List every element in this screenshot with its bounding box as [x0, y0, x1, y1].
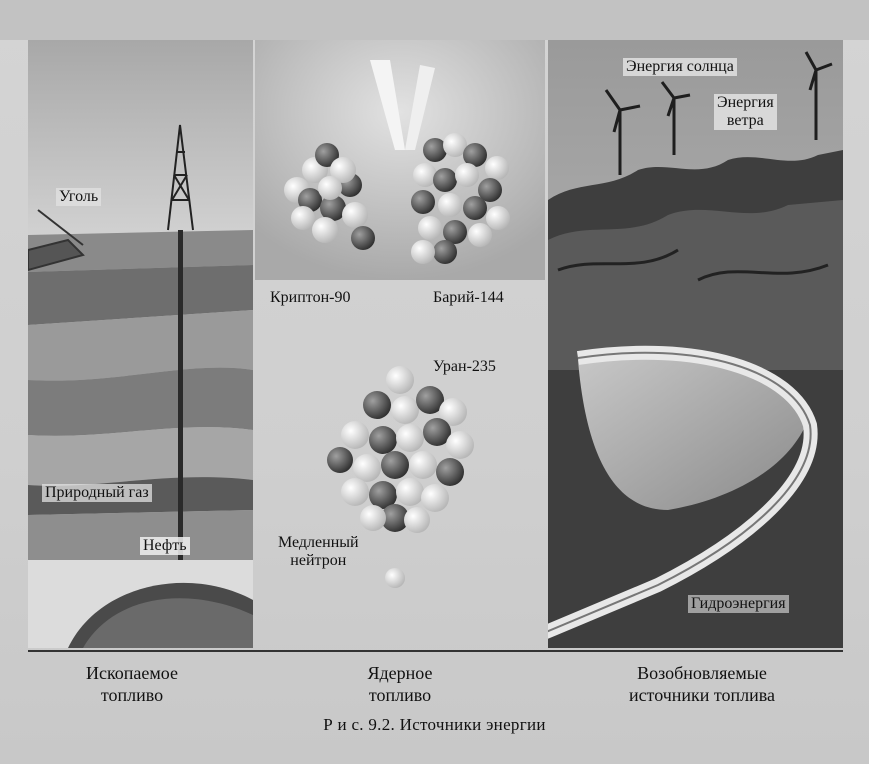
- caption-fossil-line2: топливо: [52, 684, 212, 706]
- label-wind-energy-line1: Энергия: [717, 94, 774, 112]
- nuclear-fuel-panel: Криптон-90 Барий-144 Уран-235 Медленный …: [255, 40, 545, 648]
- renewable-illustration: [548, 40, 843, 648]
- caption-renewable-line1: Возобновляемые: [592, 662, 812, 684]
- slow-neutron: [385, 568, 405, 588]
- label-wind-energy-line2: ветра: [717, 112, 774, 130]
- label-slow-neutron-line1: Медленный: [278, 534, 359, 552]
- caption-renewable-fuel: Возобновляемые источники топлива: [592, 662, 812, 706]
- scan-top-band: [0, 0, 869, 40]
- renewable-fuel-panel: Энергия солнца Энергия ветра Гидроэнерги…: [548, 40, 843, 648]
- label-slow-neutron-line2: нейтрон: [278, 552, 359, 570]
- figure-caption: Р и с. 9.2. Источники энергии: [0, 715, 869, 735]
- label-oil: Нефть: [140, 537, 190, 555]
- label-uranium: Уран-235: [430, 358, 499, 376]
- caption-renewable-line2: источники топлива: [592, 684, 812, 706]
- label-natural-gas: Природный газ: [42, 484, 152, 502]
- caption-nuclear-line1: Ядерное: [320, 662, 480, 684]
- caption-nuclear-fuel: Ядерное топливо: [320, 662, 480, 706]
- label-wind-energy: Энергия ветра: [714, 94, 777, 130]
- fossil-fuel-panel: Уголь Природный газ Нефть: [28, 40, 253, 648]
- fossil-illustration: [28, 40, 253, 648]
- uranium-nucleus: [327, 366, 474, 533]
- label-slow-neutron: Медленный нейтрон: [275, 534, 362, 570]
- label-hydro-energy: Гидроэнергия: [688, 595, 789, 613]
- caption-fossil-line1: Ископаемое: [52, 662, 212, 684]
- label-coal: Уголь: [56, 188, 101, 206]
- label-barium: Барий-144: [430, 289, 507, 307]
- label-krypton: Криптон-90: [267, 289, 353, 307]
- baseline-rule: [28, 650, 843, 652]
- caption-nuclear-line2: топливо: [320, 684, 480, 706]
- label-solar-energy: Энергия солнца: [623, 58, 737, 76]
- caption-fossil-fuel: Ископаемое топливо: [52, 662, 212, 706]
